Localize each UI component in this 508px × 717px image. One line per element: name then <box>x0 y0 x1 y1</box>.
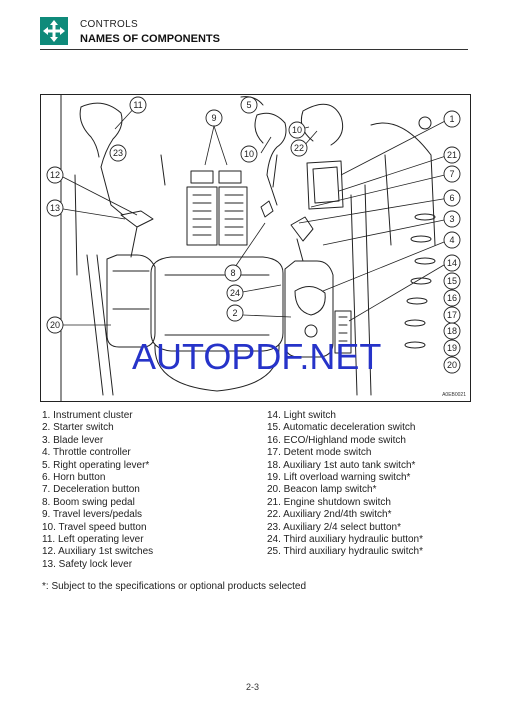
callout-10b: 10 <box>288 121 306 139</box>
legend-item: 1. Instrument cluster <box>42 410 133 421</box>
svg-text:1: 1 <box>449 114 454 124</box>
legend-item: 15. Automatic deceleration switch <box>267 422 416 434</box>
svg-text:2: 2 <box>232 308 237 318</box>
watermark: AUTOPDF.NET <box>132 336 382 377</box>
svg-text:3: 3 <box>449 214 454 224</box>
svg-text:10: 10 <box>244 149 254 159</box>
legend-item: 22. Auxiliary 2nd/4th switch* <box>267 509 392 521</box>
svg-text:20: 20 <box>50 320 60 330</box>
callout-8: 8 <box>224 264 242 282</box>
legend-item: 7. Deceleration button <box>42 484 140 496</box>
svg-text:7: 7 <box>449 169 454 179</box>
legend-item: 13. Safety lock lever <box>42 558 133 570</box>
svg-text:12: 12 <box>50 170 60 180</box>
callout-14: 14 <box>443 254 461 272</box>
callout-3: 3 <box>443 210 461 228</box>
legend-item: 11. Left operating lever <box>42 534 144 546</box>
svg-text:15: 15 <box>447 276 457 286</box>
callout-25: 24 <box>226 284 244 302</box>
page-title: NAMES OF COMPONENTS <box>80 33 220 45</box>
callout-16: 16 <box>443 289 461 307</box>
svg-text:13: 13 <box>50 203 60 213</box>
legend-left-column: 1. Instrument cluster 2. Starter switch … <box>42 410 153 571</box>
svg-text:9: 9 <box>211 113 216 123</box>
callout-24: 23 <box>109 144 127 162</box>
legend-item: 21. Engine shutdown switch <box>267 496 391 508</box>
legend-item: 18. Auxiliary 1st auto tank switch* <box>267 459 416 471</box>
callout-20: 20 <box>443 356 461 374</box>
footnote: *: Subject to the specifications or opti… <box>42 581 307 592</box>
figure-code: A0EB0021 <box>442 392 466 398</box>
callout-4: 4 <box>443 231 461 249</box>
svg-text:24: 24 <box>230 288 240 298</box>
callout-9: 9 <box>205 109 223 127</box>
svg-text:4: 4 <box>449 235 454 245</box>
legend-item: 5. Right operating lever* <box>42 459 150 471</box>
legend-item: 2. Starter switch <box>42 422 114 434</box>
svg-text:18: 18 <box>447 326 457 336</box>
page-number: 2-3 <box>246 682 260 692</box>
callout-17: 17 <box>443 306 461 324</box>
callout-21: 20 <box>46 316 64 334</box>
legend-item: 10. Travel speed button <box>42 521 147 533</box>
callout-15: 15 <box>443 272 461 290</box>
cab-controls-figure: 11 23 9 5 10 10 22 12 13 20 8 24 2 1 21 … <box>40 94 471 402</box>
legend-item: 4. Throttle controller <box>42 447 131 459</box>
legend-item: 17. Detent mode switch <box>267 447 372 459</box>
svg-text:17: 17 <box>447 310 457 320</box>
svg-text:5: 5 <box>246 100 251 110</box>
callout-23: 22 <box>290 139 308 157</box>
callout-13: 13 <box>46 199 64 217</box>
legend-item: 23. Auxiliary 2/4 select button* <box>267 521 401 533</box>
callout-11: 11 <box>129 96 147 114</box>
legend-item: 3. Blade lever <box>42 434 104 446</box>
section-title: CONTROLS <box>80 19 138 30</box>
legend-item: 9. Travel levers/pedals <box>42 509 143 521</box>
svg-text:16: 16 <box>447 293 457 303</box>
svg-text:22: 22 <box>294 143 304 153</box>
legend-item: 24. Third auxiliary hydraulic button* <box>267 534 424 546</box>
svg-text:6: 6 <box>449 193 454 203</box>
callout-19: 19 <box>443 339 461 357</box>
svg-text:14: 14 <box>447 258 457 268</box>
callout-18: 18 <box>443 322 461 340</box>
callout-7: 7 <box>443 165 461 183</box>
svg-text:19: 19 <box>447 343 457 353</box>
manual-logo-icon <box>40 17 68 45</box>
header-divider <box>40 49 468 50</box>
legend-item: 14. Light switch <box>267 410 336 421</box>
callout-22: 21 <box>443 146 461 164</box>
legend-item: 12. Auxiliary 1st switches <box>42 546 154 558</box>
legend-item: 6. Horn button <box>42 472 106 484</box>
legend-right-column: 14. Light switch 15. Automatic decelerat… <box>267 410 423 559</box>
svg-text:10: 10 <box>292 125 302 135</box>
legend-item: 20. Beacon lamp switch* <box>267 484 377 496</box>
svg-text:20: 20 <box>447 360 457 370</box>
legend-item: 25. Third auxiliary hydraulic switch* <box>267 546 423 558</box>
callout-6: 6 <box>443 189 461 207</box>
cab-line-drawing: 11 23 9 5 10 10 22 12 13 20 8 24 2 1 21 … <box>46 95 461 401</box>
callout-10a: 10 <box>240 145 258 163</box>
callout-1: 1 <box>443 110 461 128</box>
svg-text:23: 23 <box>113 148 123 158</box>
legend-item: 16. ECO/Highland mode switch <box>267 434 406 446</box>
legend-item: 19. Lift overload warning switch* <box>267 472 411 484</box>
svg-text:8: 8 <box>230 268 235 278</box>
callout-5: 5 <box>240 96 258 114</box>
legend-item: 8. Boom swing pedal <box>42 496 135 508</box>
callout-2: 2 <box>226 304 244 322</box>
svg-text:11: 11 <box>133 100 142 110</box>
svg-text:21: 21 <box>447 150 457 160</box>
callout-12: 12 <box>46 166 64 184</box>
